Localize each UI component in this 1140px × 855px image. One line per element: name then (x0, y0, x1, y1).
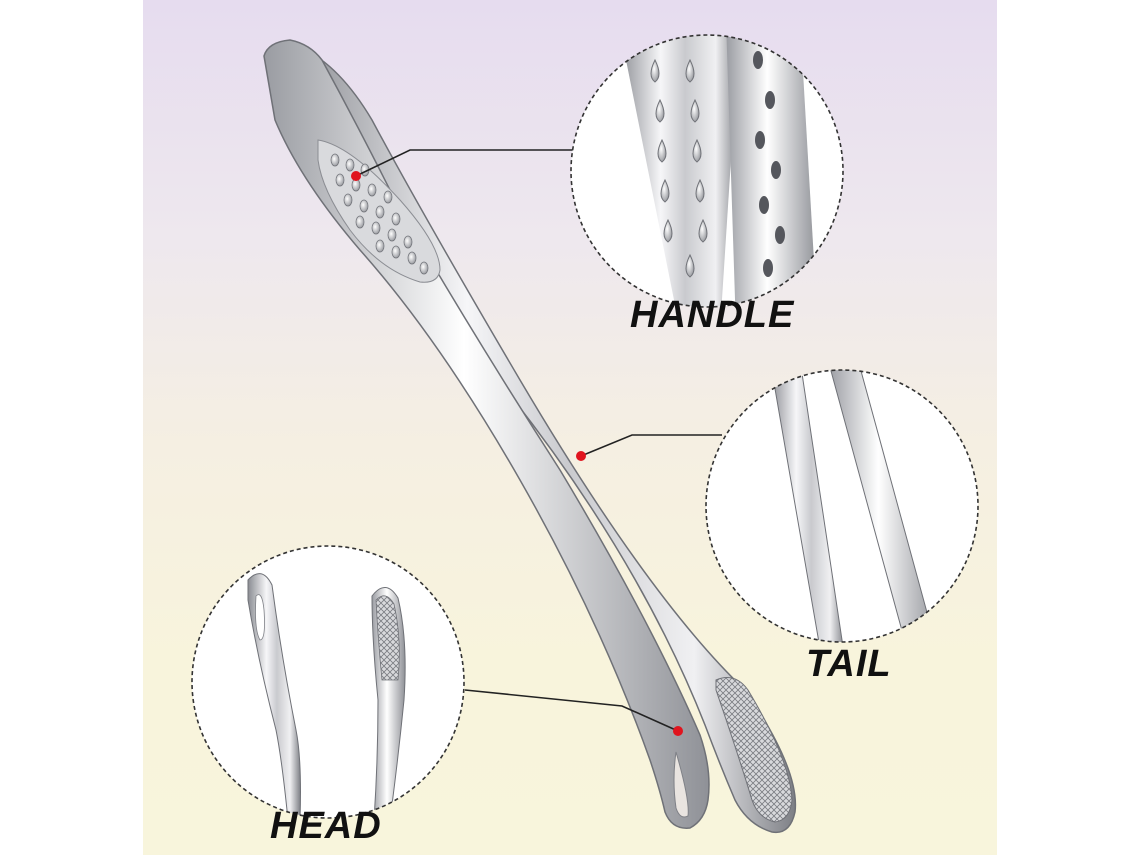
head-closeup-border (191, 545, 465, 819)
tongs (263, 39, 797, 834)
tail-label: TAIL (806, 643, 892, 685)
handle-label: HANDLE (630, 294, 795, 336)
leader-line-tail (580, 434, 722, 457)
leader-lines (355, 149, 722, 732)
markers (351, 171, 683, 736)
tail-closeup-border (705, 369, 979, 643)
leader-line-head (464, 689, 679, 732)
handle-closeup-border (570, 34, 844, 308)
head-label: HEAD (270, 805, 382, 847)
leader-line-handle (355, 149, 574, 177)
marker-head (673, 726, 683, 736)
knurled-tip (715, 677, 793, 823)
tail-closeup (705, 369, 979, 643)
marker-tail (576, 451, 586, 461)
handle-closeup (570, 34, 844, 308)
marker-handle (351, 171, 361, 181)
head-loop-slot (673, 751, 689, 818)
head-closeup (191, 545, 465, 819)
